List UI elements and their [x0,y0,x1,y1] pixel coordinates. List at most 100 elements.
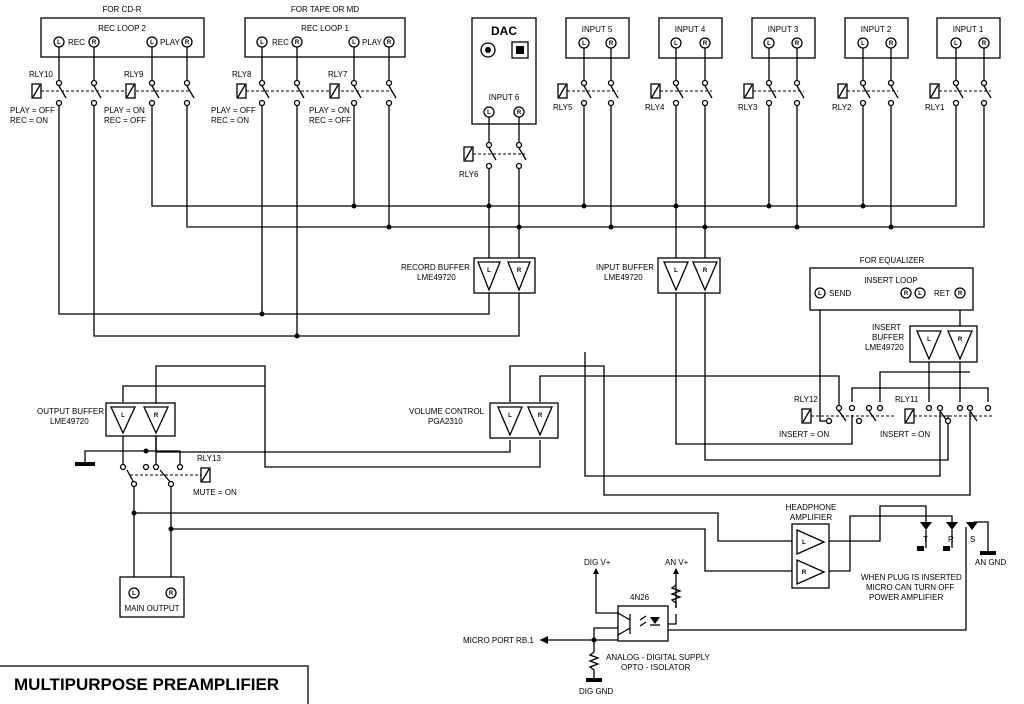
relay-rly6: RLY6 [459,141,527,179]
title-block: MULTIPURPOSE PREAMPLIFIER [0,665,309,704]
svg-text:L: L [674,268,678,274]
input-buffer: L R INPUT BUFFER LME49720 [596,257,721,294]
input-5-label: INPUT 5 [582,25,613,34]
svg-text:RLY12: RLY12 [794,395,818,404]
relay-rly4: RLY4 [645,79,713,112]
svg-text:REC = ON: REC = ON [211,116,249,125]
headphone-jack-icon: T R S AN GND [917,522,1006,567]
svg-text:RLY1: RLY1 [925,103,945,112]
headphone-note-3: POWER AMPLIFIER [869,593,943,602]
svg-text:R: R [982,41,987,47]
svg-text:PLAY = ON: PLAY = ON [104,106,145,115]
headphone-amplifier: HEADPHONE AMPLIFIER L R [786,503,836,589]
input-2-label: INPUT 2 [861,25,892,34]
svg-text:R: R [295,40,300,46]
record-buffer: L R RECORD BUFFER LME49720 [401,257,536,294]
svg-text:RLY6: RLY6 [459,170,479,179]
svg-text:PGA2310: PGA2310 [428,417,463,426]
svg-text:L: L [260,40,264,46]
svg-text:R: R [169,591,174,597]
svg-text:R: R [889,41,894,47]
svg-text:R: R [958,337,963,343]
rec-loop-2-header: FOR CD-R [102,5,141,14]
svg-text:L: L [918,291,922,297]
dac-box [471,17,537,125]
headphone-note-1: WHEN PLUG IS INSERTED [861,573,962,582]
rec-loop-1-rec-label: REC [272,38,289,47]
opto-isolator: DIG V+ AN V+ 4N26 MICRO PORT RB.1 DIG GN… [463,558,711,696]
dac-input-label: INPUT 6 [489,93,520,102]
svg-text:AN V+: AN V+ [665,558,689,567]
svg-text:R: R [948,535,954,544]
rec-loop-2-rec-label: REC [68,38,85,47]
input-3-label: INPUT 3 [768,25,799,34]
svg-text:INSERT = ON: INSERT = ON [779,430,829,439]
svg-text:R: R [904,291,909,297]
svg-text:L: L [802,540,806,546]
relay-rly12: RLY12 INSERT = ON [779,395,895,439]
rec-loop-1-box [244,17,406,58]
svg-text:RLY3: RLY3 [738,103,758,112]
svg-text:ANALOG - DIGITAL SUPPLY: ANALOG - DIGITAL SUPPLY [606,653,711,662]
volume-control: L R VOLUME CONTROL PGA2310 [409,402,559,439]
input-4-block: INPUT 4 L R [658,17,723,59]
svg-text:VOLUME CONTROL: VOLUME CONTROL [409,407,485,416]
svg-text:MICRO PORT RB.1: MICRO PORT RB.1 [463,636,534,645]
svg-text:AN GND: AN GND [975,558,1006,567]
svg-text:L: L [352,40,356,46]
relay-rly10: RLY10 PLAY = OFF REC = ON [10,70,190,125]
input-4-label: INPUT 4 [675,25,706,34]
svg-text:INSERT: INSERT [872,323,901,332]
svg-text:R: R [795,41,800,47]
svg-text:R: R [609,41,614,47]
svg-text:R: R [703,268,708,274]
svg-text:L: L [582,41,586,47]
svg-text:MUTE = ON: MUTE = ON [193,488,237,497]
svg-text:R: R [92,40,97,46]
input-3-block: INPUT 3 L R [751,17,816,59]
svg-text:L: L [954,41,958,47]
svg-text:AMPLIFIER: AMPLIFIER [790,513,832,522]
svg-text:LME49720: LME49720 [865,343,904,352]
ground-icon [75,462,95,466]
rec-loop-2-name: REC LOOP 2 [98,24,146,33]
svg-text:MAIN OUTPUT: MAIN OUTPUT [124,604,179,613]
input-1-label: INPUT 1 [953,25,984,34]
svg-text:L: L [767,41,771,47]
rec-loop-2-box [40,17,205,58]
svg-text:REC = OFF: REC = OFF [309,116,351,125]
relay-rly1: RLY1 [925,79,992,112]
svg-text:PLAY = OFF: PLAY = OFF [10,106,55,115]
svg-text:OUTPUT BUFFER: OUTPUT BUFFER [37,407,104,416]
svg-text:L: L [487,268,491,274]
svg-text:L: L [818,291,822,297]
svg-text:RLY7: RLY7 [328,70,348,79]
svg-text:L: L [57,40,61,46]
svg-text:REC = ON: REC = ON [10,116,48,125]
svg-text:LME49720: LME49720 [417,273,456,282]
output-buffer: L R OUTPUT BUFFER LME49720 [37,402,176,437]
svg-text:L: L [121,413,125,419]
svg-text:INSERT LOOP: INSERT LOOP [864,276,918,285]
svg-text:R: R [517,110,522,116]
svg-text:RLY10: RLY10 [29,70,53,79]
svg-text:S: S [970,535,975,544]
svg-text:RLY8: RLY8 [232,70,252,79]
page-title: MULTIPURPOSE PREAMPLIFIER [14,675,279,694]
svg-text:LME49720: LME49720 [50,417,89,426]
dac-label: DAC [491,24,517,38]
rec-loop-2-play-label: PLAY [160,38,181,47]
svg-text:R: R [154,413,159,419]
relay-rly2: RLY2 [832,79,899,112]
svg-text:R: R [703,41,708,47]
relay-rly9: RLY9 PLAY = ON REC = OFF [104,70,195,125]
svg-text:R: R [387,40,392,46]
svg-text:INPUT BUFFER: INPUT BUFFER [596,263,654,272]
rec-loop-1-name: REC LOOP 1 [301,24,349,33]
svg-text:DIG V+: DIG V+ [584,558,611,567]
svg-text:RLY11: RLY11 [895,395,919,404]
svg-text:R: R [185,40,190,46]
svg-text:PLAY = ON: PLAY = ON [309,106,350,115]
svg-text:DIG GND: DIG GND [579,687,613,696]
